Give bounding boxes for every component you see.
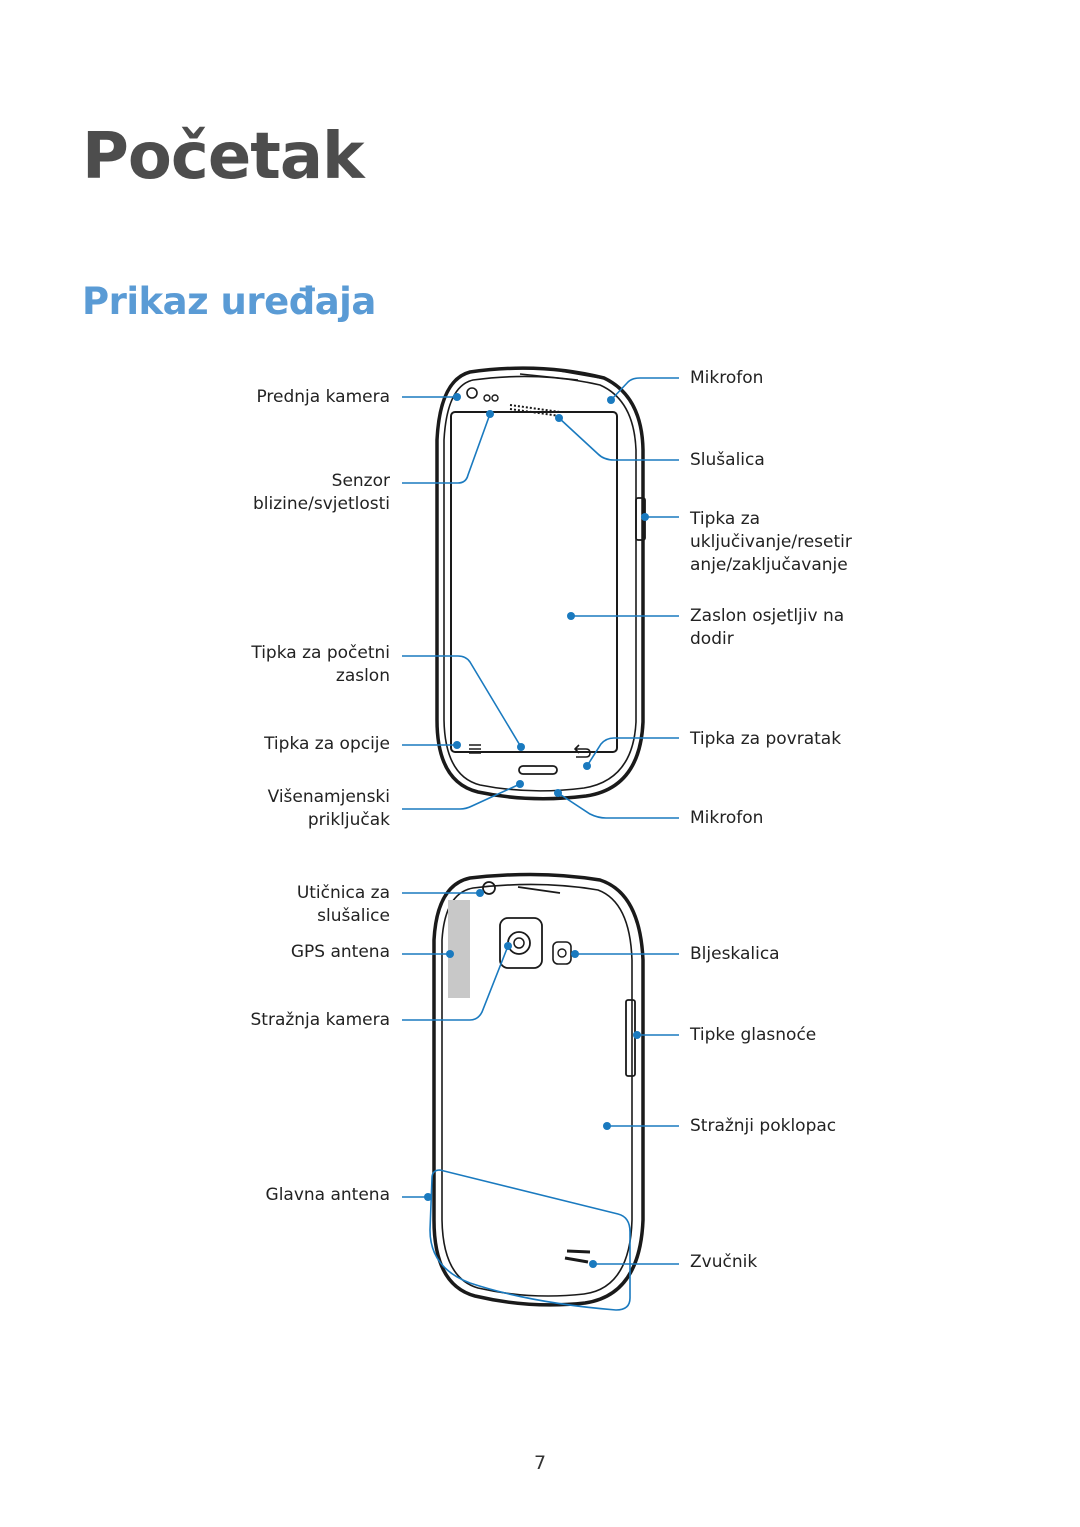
label-line: Senzor xyxy=(331,471,390,491)
dot-main-antenna xyxy=(424,1193,432,1201)
label-back-key: Tipka za povratak xyxy=(690,729,842,749)
rear-camera-lens-outer xyxy=(507,931,531,955)
label-options-key: Tipka za opcije xyxy=(264,734,390,754)
dot-power-key xyxy=(641,513,649,521)
label-touch-screen: Zaslon osjetljiv na dodir xyxy=(690,605,844,651)
label-line: zaslon xyxy=(335,666,390,686)
front-home-button xyxy=(518,765,558,775)
label-line: Višenamjenski xyxy=(267,787,390,807)
sensor-dot-1 xyxy=(483,394,491,402)
callout-lines xyxy=(402,377,679,1311)
label-line: Tipka za xyxy=(690,509,761,529)
label-proximity-sensor: Senzor blizine/svjetlosti xyxy=(253,470,390,516)
callout-rear-camera xyxy=(402,945,509,1021)
label-home-key: Tipka za početni zaslon xyxy=(251,642,390,688)
callout-earpiece xyxy=(558,417,679,461)
dot-rear-camera xyxy=(504,942,512,950)
dot-home-key xyxy=(517,743,525,751)
callout-microphone-bottom xyxy=(557,792,679,819)
label-main-antenna: Glavna antena xyxy=(265,1185,390,1205)
callout-home-key xyxy=(402,655,522,748)
dot-speaker xyxy=(589,1260,597,1268)
flash-module xyxy=(552,941,572,965)
back-inner-line xyxy=(441,883,633,1297)
page-number: 7 xyxy=(533,1452,547,1474)
headset-jack-hole xyxy=(482,881,496,895)
label-line: dodir xyxy=(690,629,734,649)
label-front-camera: Prednja kamera xyxy=(256,387,390,407)
dot-flash xyxy=(571,950,579,958)
gps-antenna-area xyxy=(448,900,470,998)
options-icon xyxy=(469,744,481,754)
phone-front-illustration xyxy=(435,366,646,801)
dot-front-camera xyxy=(453,393,461,401)
label-line: anje/zaključavanje xyxy=(690,555,848,575)
main-antenna-outline xyxy=(429,1169,631,1311)
label-microphone-top: Mikrofon xyxy=(690,368,764,388)
dot-back-key xyxy=(583,762,591,770)
speaker-grille xyxy=(564,1249,591,1264)
dot-microphone-top xyxy=(607,396,615,404)
label-line: priključak xyxy=(307,810,390,830)
callout-back-key xyxy=(586,737,679,767)
label-power-key: Tipka za uključivanje/resetir anje/zaklj… xyxy=(690,508,852,577)
callout-proximity-sensor xyxy=(402,413,491,484)
callout-multipurpose-jack xyxy=(402,783,521,810)
callout-dots xyxy=(424,393,649,1268)
label-line: Utičnica za xyxy=(296,883,390,903)
dot-touch-screen xyxy=(567,612,575,620)
label-earpiece: Slušalica xyxy=(690,450,765,470)
dot-gps-antenna xyxy=(446,950,454,958)
back-top-slot xyxy=(517,886,561,894)
label-line: Tipka za početni xyxy=(251,643,390,663)
label-gps-antenna: GPS antena xyxy=(290,942,390,962)
label-line: uključivanje/resetir xyxy=(690,532,852,552)
phone-back-illustration xyxy=(432,872,645,1307)
label-back-cover: Stražnji poklopac xyxy=(690,1116,837,1136)
dot-volume-keys xyxy=(633,1031,641,1039)
chapter-title: Početak xyxy=(82,120,365,194)
dot-proximity-sensor xyxy=(486,410,494,418)
back-outer-body xyxy=(432,872,645,1307)
front-outer-body xyxy=(435,366,645,801)
rear-camera-module xyxy=(499,917,543,969)
sensor-dot-2 xyxy=(491,394,499,402)
dot-earpiece xyxy=(555,414,563,422)
front-top-edge xyxy=(519,370,601,381)
flash-lens xyxy=(557,948,567,958)
label-multipurpose-jack: Višenamjenski priključak xyxy=(268,786,390,832)
dot-headset-jack xyxy=(476,889,484,897)
earpiece-grille xyxy=(509,404,561,417)
label-line: Zaslon osjetljiv na xyxy=(690,606,845,626)
back-arrow-icon xyxy=(574,744,591,758)
label-flash: Bljeskalica xyxy=(690,944,780,964)
callout-microphone-top xyxy=(610,377,679,401)
label-volume-keys: Tipke glasnoće xyxy=(690,1025,817,1045)
section-title: Prikaz uređaja xyxy=(82,280,376,323)
label-line: blizine/svjetlosti xyxy=(253,494,390,514)
label-line: slušalice xyxy=(317,906,390,926)
front-camera-lens xyxy=(466,387,478,399)
rear-camera-lens-inner xyxy=(513,937,525,949)
front-inner-bezel xyxy=(443,375,637,792)
dot-multipurpose-jack xyxy=(516,780,524,788)
dot-microphone-bottom xyxy=(554,789,562,797)
front-screen xyxy=(450,411,618,753)
label-headset-jack: Utičnica za slušalice xyxy=(297,882,390,928)
dot-back-cover xyxy=(603,1122,611,1130)
label-speaker: Zvučnik xyxy=(690,1252,758,1272)
volume-rocker xyxy=(625,999,636,1077)
dot-options-key xyxy=(453,741,461,749)
label-microphone-bottom: Mikrofon xyxy=(690,808,764,828)
label-rear-camera: Stražnja kamera xyxy=(250,1010,391,1030)
